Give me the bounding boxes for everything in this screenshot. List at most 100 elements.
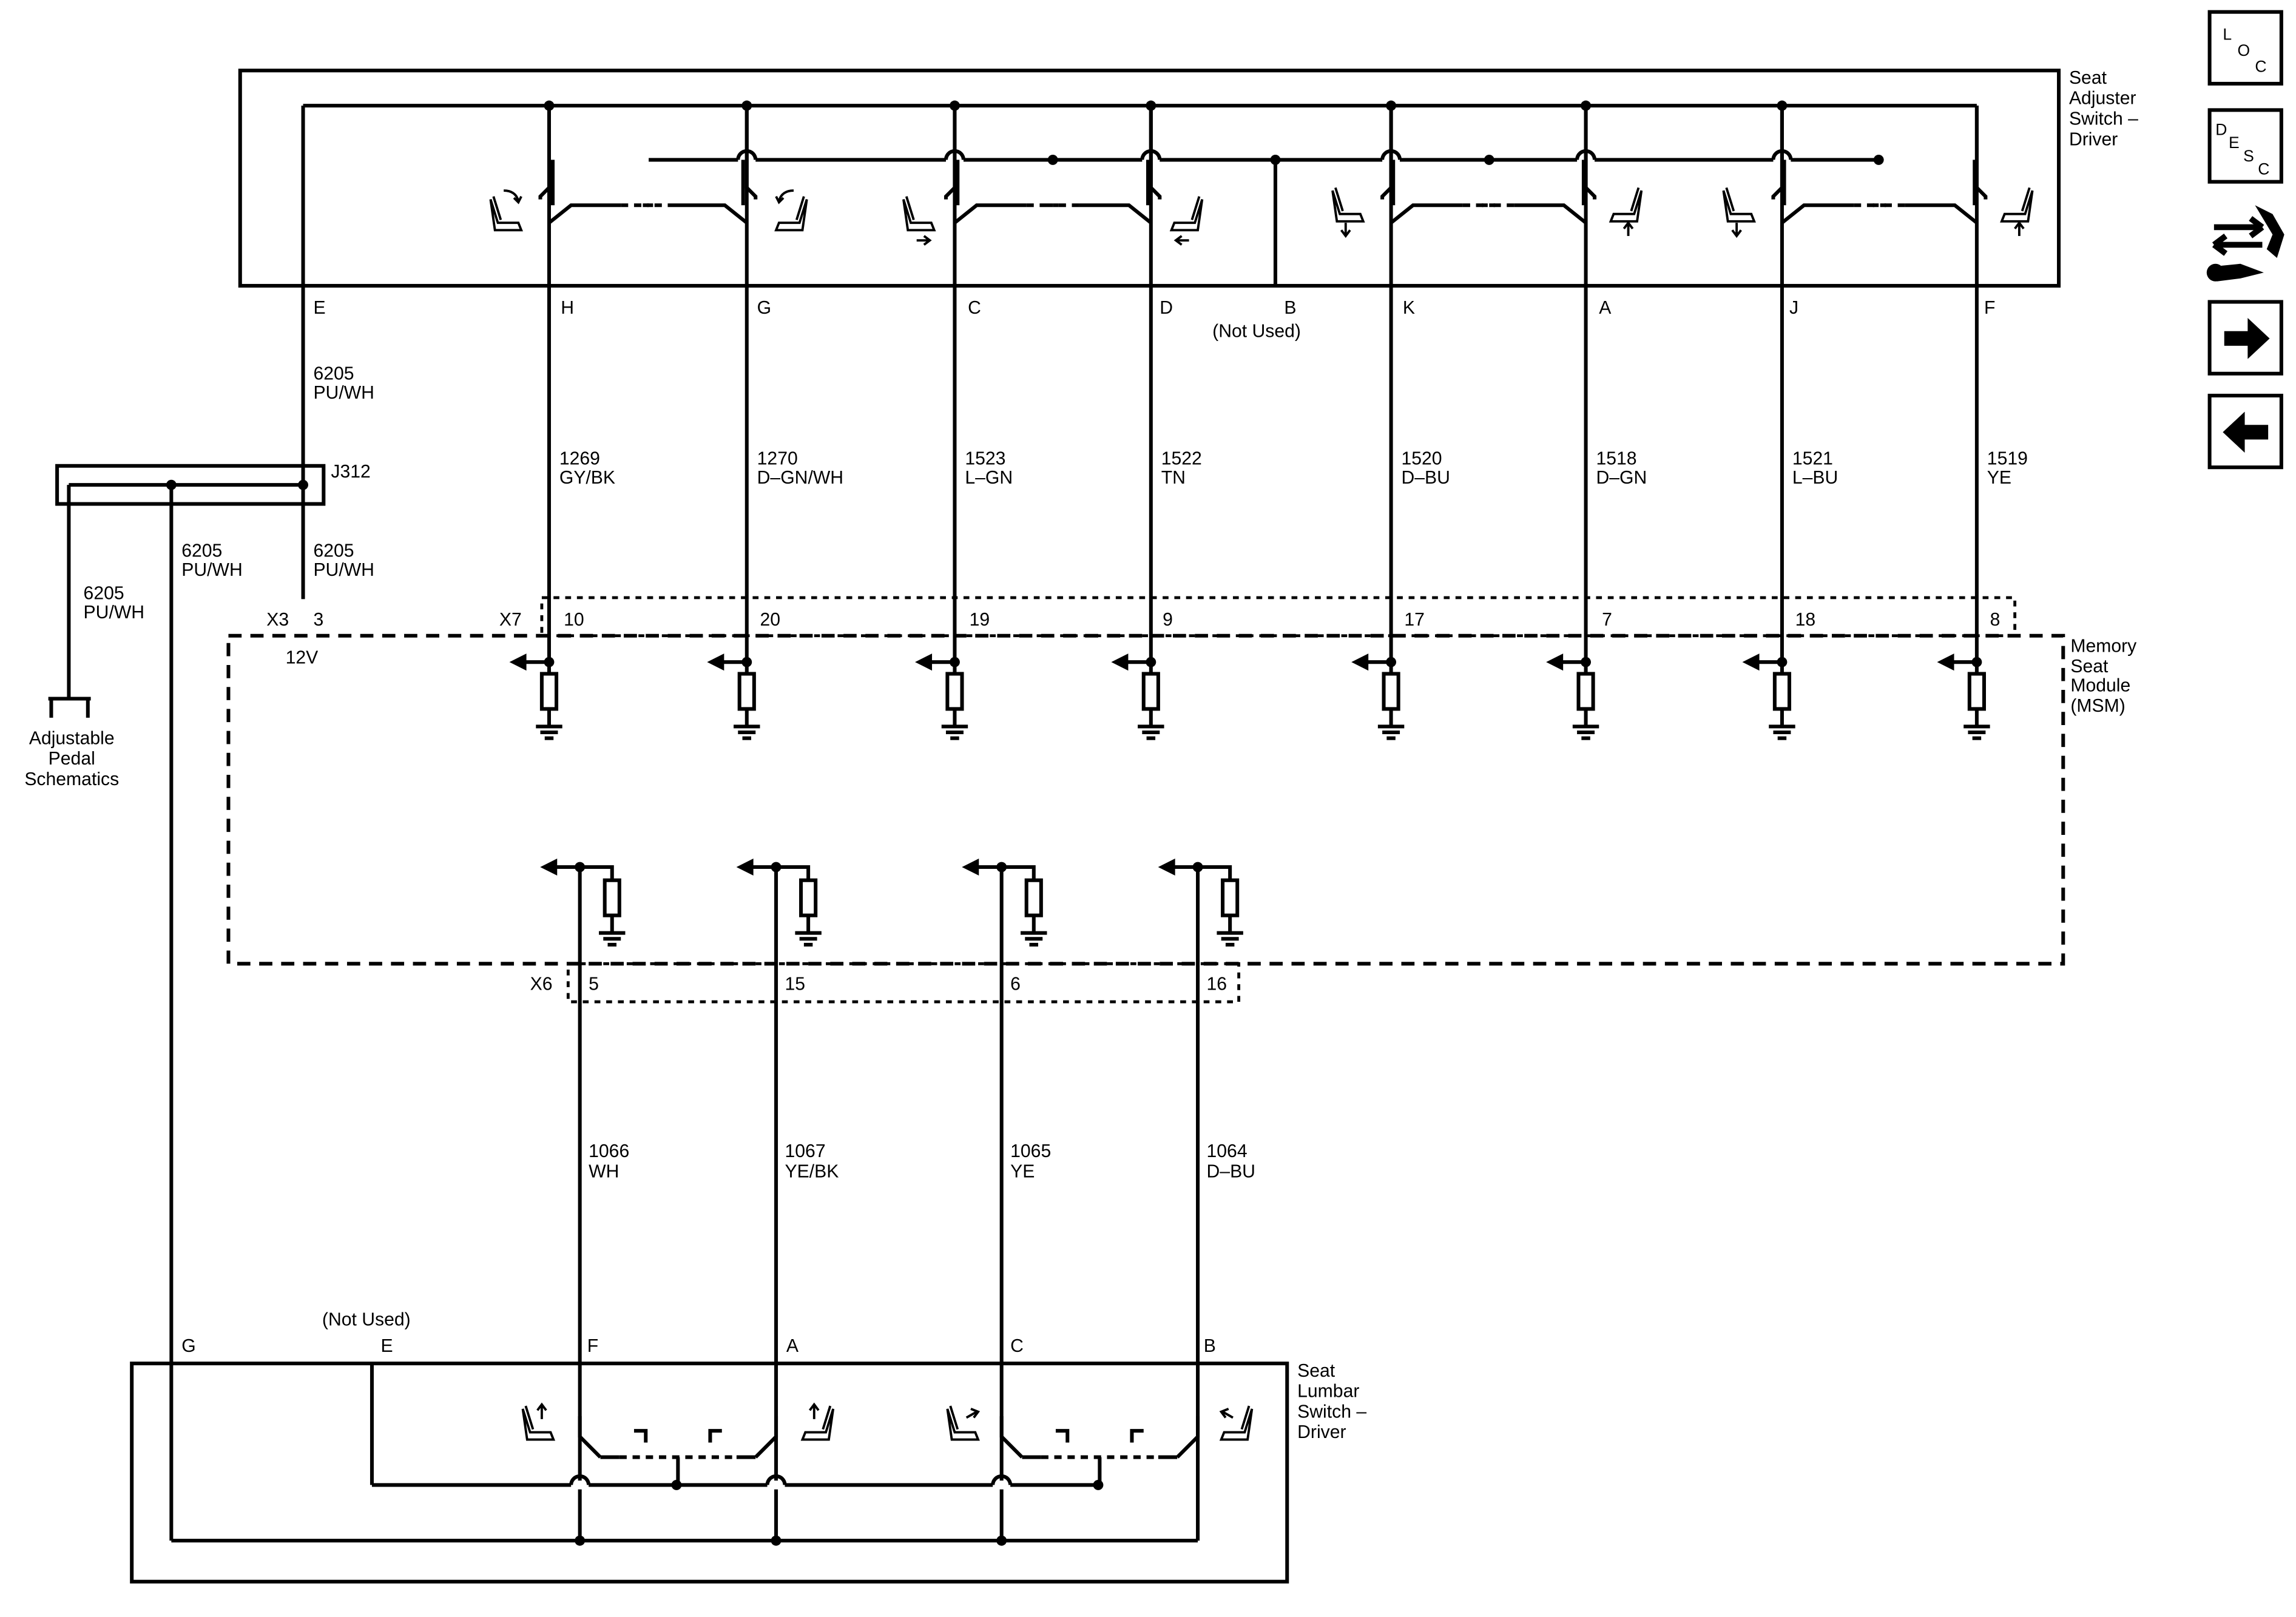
splice-label: J312 xyxy=(331,462,370,482)
wire-color: D–GN xyxy=(1596,468,1647,488)
seat-icon xyxy=(946,1405,981,1441)
seat-icon xyxy=(1609,187,1643,236)
pull-down-resistor xyxy=(737,672,756,711)
seat-back xyxy=(905,196,915,220)
seat-icon xyxy=(1219,1405,1254,1441)
previous-page-button[interactable] xyxy=(2207,393,2283,470)
seat-back xyxy=(2021,187,2031,212)
resistor-lead xyxy=(1001,865,1036,880)
wire-color: YE xyxy=(1987,468,2011,488)
wire-color: L–BU xyxy=(1792,468,1838,488)
pin-label: D xyxy=(1160,298,1173,318)
arrow-up-icon xyxy=(1622,220,1634,230)
switch-contact-blade xyxy=(1079,203,1152,224)
wire-circuit: 1522 xyxy=(1161,448,1202,468)
wire-color: D–BU xyxy=(1401,468,1450,488)
junction-dot xyxy=(1047,154,1058,165)
switch-contact-blade xyxy=(754,1416,778,1459)
pin-label: F xyxy=(587,1336,598,1356)
input-arrow-head xyxy=(962,859,979,876)
switch-contact-wire xyxy=(1771,106,1784,200)
input-arrow-head xyxy=(1111,653,1129,671)
switch-top-title: Seat Adjuster Switch – Driver xyxy=(2069,68,2143,149)
seat-outline xyxy=(774,199,808,232)
wire-circuit: 1523 xyxy=(965,448,1005,468)
wire-crossover xyxy=(765,1474,787,1485)
seat-back xyxy=(492,196,502,220)
arrow-side-icon xyxy=(1173,235,1183,246)
connector-label: X7 xyxy=(499,610,522,630)
arrow-up-icon xyxy=(536,1402,547,1411)
desc-letter: E xyxy=(2229,133,2240,152)
arrow-right-icon xyxy=(2224,318,2270,359)
arrow-side-icon xyxy=(923,235,932,246)
seat-back xyxy=(524,1405,535,1430)
input-arrow-head xyxy=(540,859,558,876)
switch-contact-blade xyxy=(675,203,748,224)
pin-label: 20 xyxy=(760,610,780,630)
arrow-curve-icon xyxy=(513,195,522,204)
seat-outline xyxy=(2000,190,2034,223)
switch-contact-wire xyxy=(944,106,957,200)
wire-circuit: 1269 xyxy=(559,448,600,468)
switch-contact-blade xyxy=(1389,203,1463,224)
connector-tools-icon[interactable] xyxy=(2206,205,2284,282)
input-arrow-head xyxy=(1158,859,1175,876)
switch-contact-wire xyxy=(745,106,758,200)
hump-mask xyxy=(571,1480,589,1490)
seat-back xyxy=(1630,187,1640,212)
hump-mask xyxy=(993,1480,1011,1490)
seat-back xyxy=(949,1405,959,1430)
pin-label: A xyxy=(1599,298,1612,318)
arrow-down-icon xyxy=(1340,229,1351,238)
wire-color: D–GN/WH xyxy=(757,468,843,488)
wire-color: L–GN xyxy=(965,468,1013,488)
pin-label: B xyxy=(1284,298,1296,318)
pull-down-resistor xyxy=(799,878,818,917)
pin-label: 5 xyxy=(589,974,599,994)
pull-down-resistor xyxy=(1382,672,1400,711)
seat-outline xyxy=(800,1408,835,1441)
next-page-button[interactable] xyxy=(2207,300,2283,376)
loc-letter: O xyxy=(2237,41,2250,59)
wire-circuit: 1521 xyxy=(1792,448,1833,468)
hump-mask xyxy=(767,1480,785,1490)
arrow-left-icon xyxy=(2223,411,2269,453)
pin-label: G xyxy=(757,298,771,318)
switch-contact-blade xyxy=(578,1416,602,1459)
switch-hook xyxy=(708,1429,722,1443)
seat-icon xyxy=(489,189,523,232)
input-arrow-head xyxy=(915,653,933,671)
seat-back xyxy=(822,1405,832,1430)
wire-circuit: 1270 xyxy=(757,448,798,468)
seat-icon xyxy=(1169,196,1204,246)
connector-label: X3 xyxy=(266,610,289,630)
seat-back xyxy=(1240,1405,1251,1430)
resistor-lead xyxy=(776,865,811,880)
loc-button[interactable]: L O C xyxy=(2207,10,2283,86)
arrow-down-icon xyxy=(1731,229,1742,238)
pin-label: 9 xyxy=(1163,610,1173,630)
wire-color: GY/BK xyxy=(559,468,615,488)
arrow-side-icon xyxy=(970,1408,981,1419)
not-used-label: (Not Used) xyxy=(1212,321,1301,341)
junction-dot xyxy=(1873,154,1884,165)
desc-button[interactable]: D E S C xyxy=(2207,108,2283,184)
seat-adjuster-switch: Seat Adjuster Switch – Driver E H G C D … xyxy=(238,68,2143,341)
pull-down-resistor xyxy=(1772,672,1792,711)
switch-contact-wire xyxy=(1149,106,1162,200)
junction-dot xyxy=(1484,154,1494,165)
pin-label: B xyxy=(1204,1336,1216,1356)
seat-icon xyxy=(774,189,808,232)
